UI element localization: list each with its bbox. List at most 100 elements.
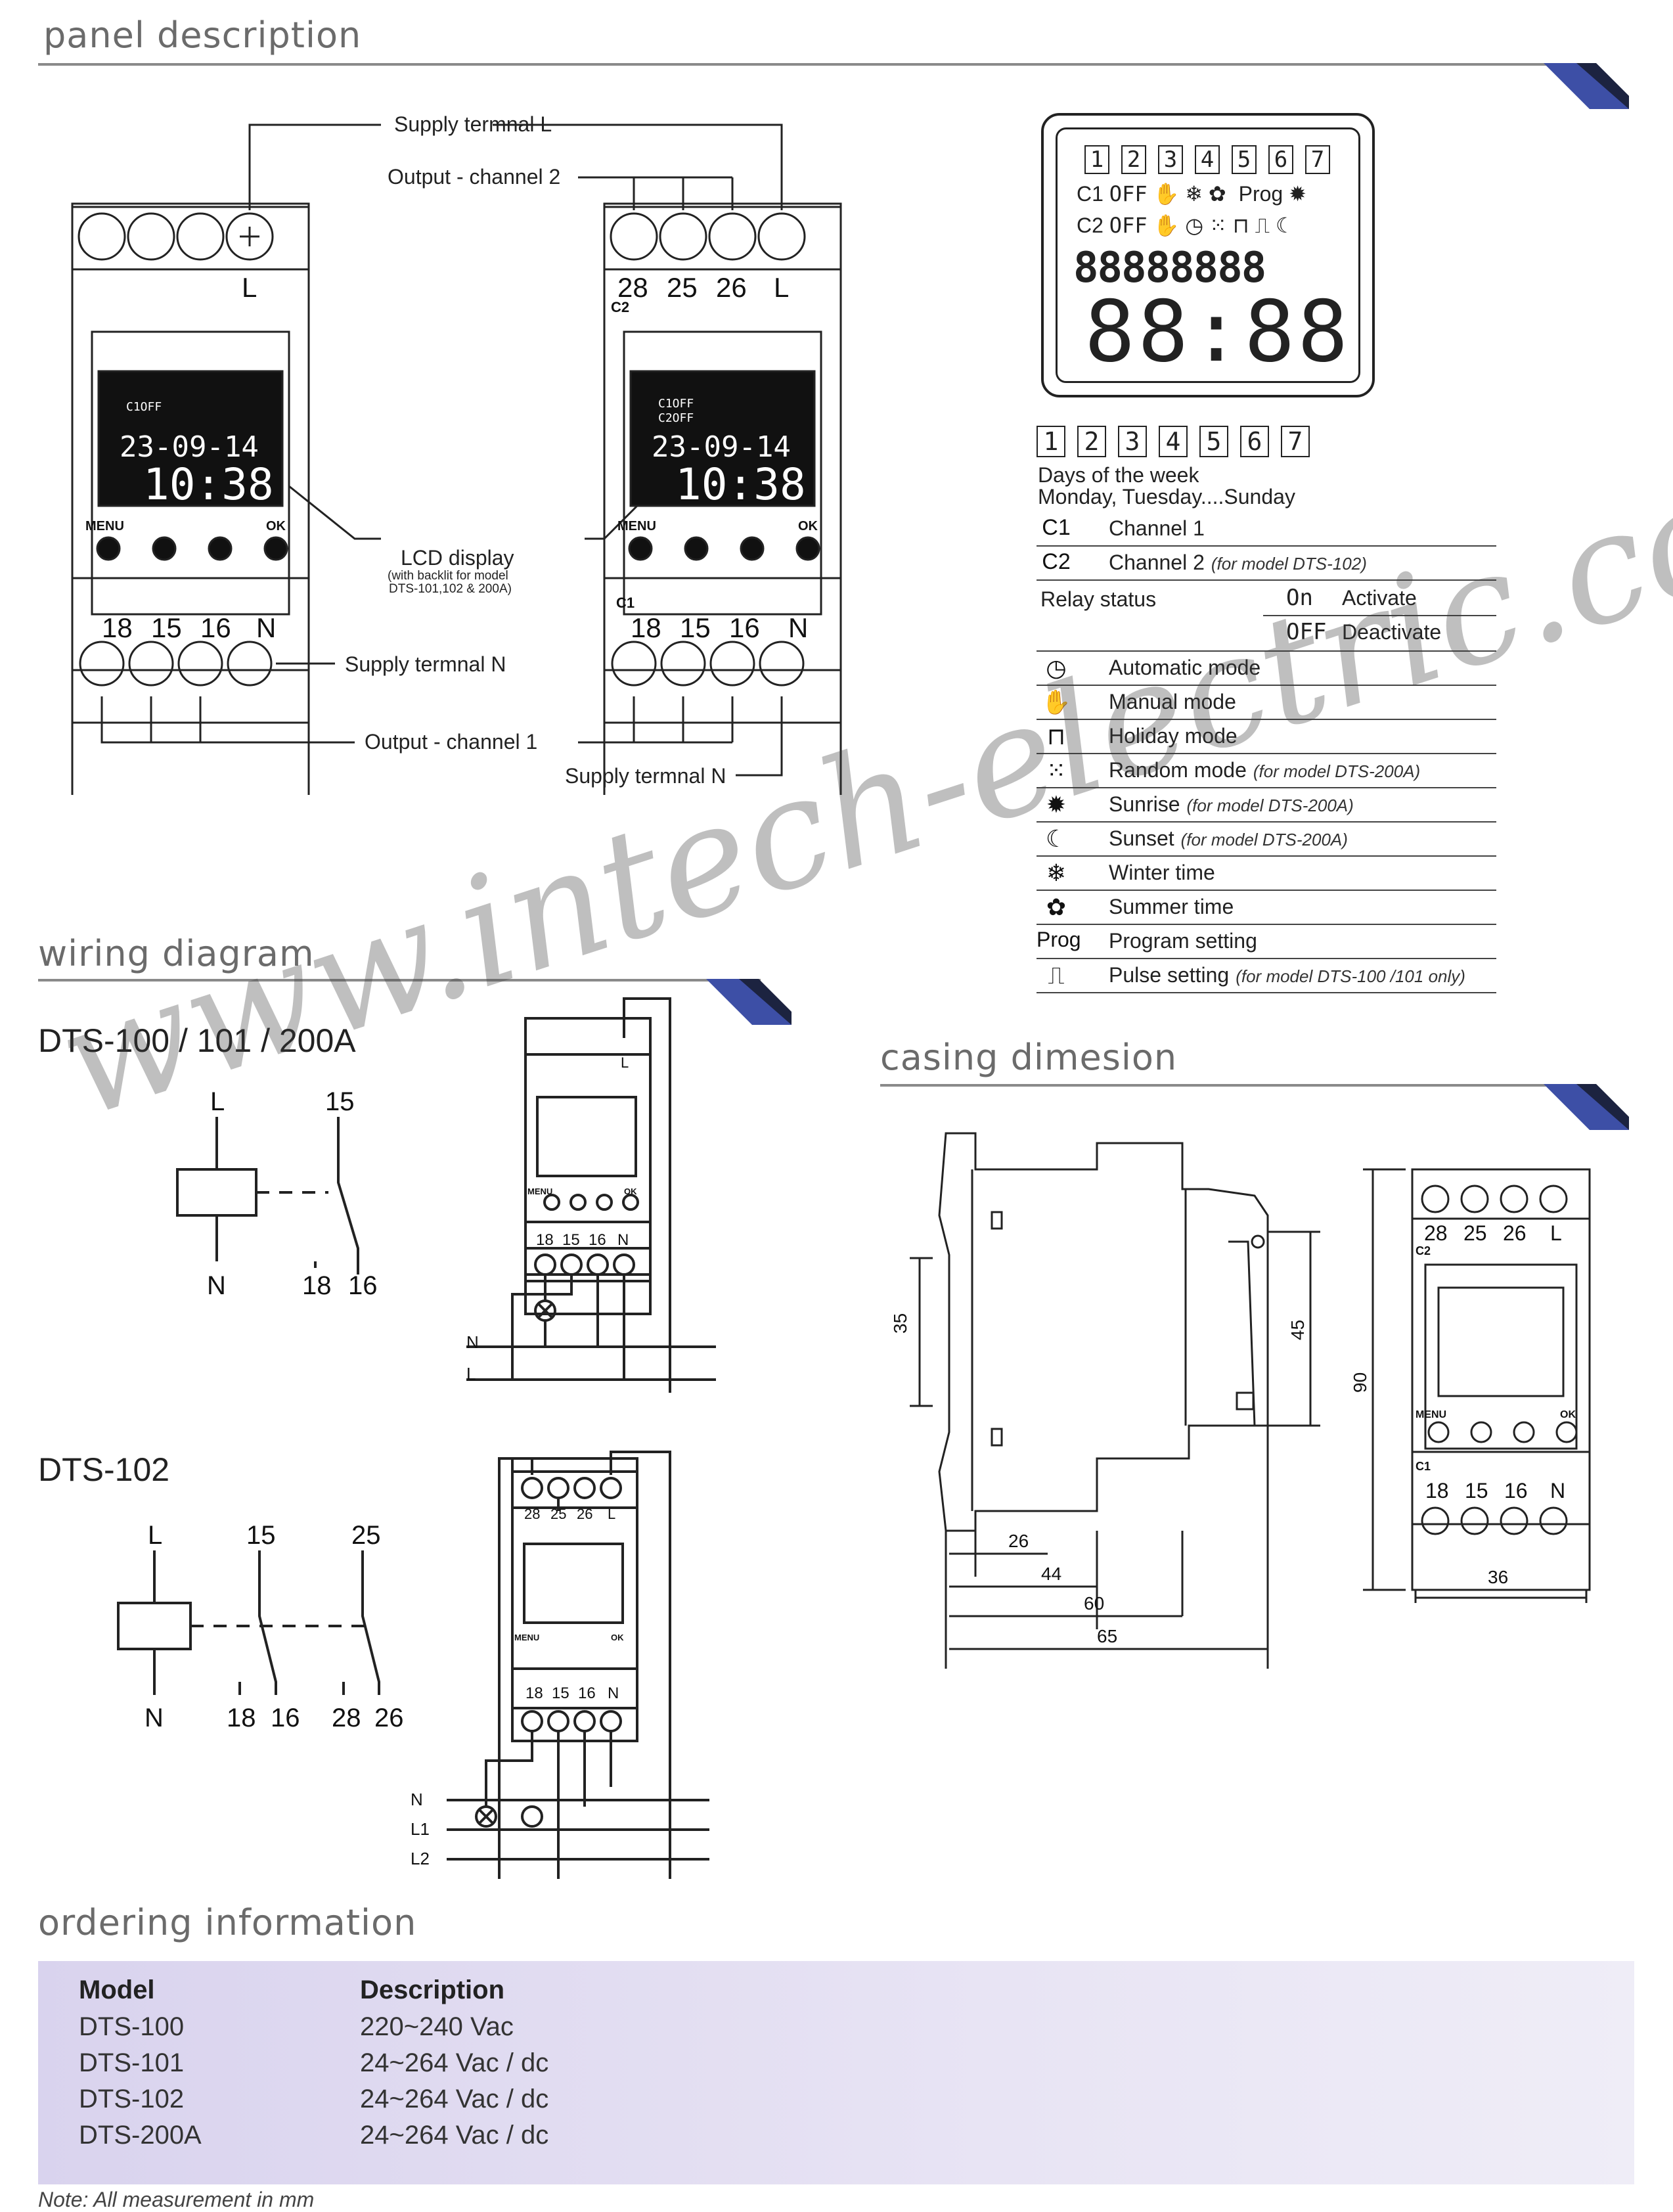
mini1-top-l: L <box>621 1054 629 1071</box>
legend-row-summer: ✿Summer time <box>1037 891 1496 925</box>
wiring2-line-l2: L2 <box>411 1849 430 1868</box>
mini2-ok: OK <box>611 1633 624 1642</box>
dim-45: 45 <box>1287 1320 1308 1340</box>
left-lcd-time: 10:38 <box>143 459 274 510</box>
hand-icon: ✋ <box>1041 688 1071 715</box>
sym1-top-15: 15 <box>325 1087 355 1116</box>
legend-sunrise-note: (for model DTS-200A) <box>1186 796 1354 815</box>
legend-row-random: ⁙ Random mode(for model DTS-200A) <box>1037 754 1496 788</box>
dice-icon: ⁙ <box>1046 757 1067 784</box>
wiring-diagram-svg: L 15 N 18 16 N L L MENU OK 18 15 16 N L … <box>117 997 716 1879</box>
legend-manual-label: Manual mode <box>1109 690 1236 713</box>
legend-random: Random mode(for model DTS-200A) <box>1109 758 1420 782</box>
wiring-section-rule <box>38 979 761 982</box>
right-lcd-c2off: C2OFF <box>658 411 694 425</box>
mini2-top-l: L <box>608 1506 615 1522</box>
legend-pulse: Pulse setting (for model DTS-100 /101 onl… <box>1109 963 1465 987</box>
legend-c2-icon: C2 <box>1042 549 1071 574</box>
output-c2-callout: Output - channel 2 <box>388 165 560 189</box>
lcd-day-4: 4 <box>1195 145 1220 174</box>
legend-pulse-label: Pulse setting <box>1109 963 1230 987</box>
front-bottom-15: 15 <box>1465 1479 1488 1502</box>
legend-day-2: 2 <box>1077 426 1106 457</box>
legend-c2-text: Channel 2 <box>1109 551 1205 574</box>
suitcase-icon: ⊓ <box>1232 214 1249 237</box>
hand-icon: ✋ <box>1153 214 1180 237</box>
wiring-section-title: wiring diagram <box>38 933 315 974</box>
lcd-c2: C2 <box>1077 214 1104 237</box>
left-ok-label: OK <box>266 519 286 533</box>
legend-c1-label: Channel 1 <box>1109 516 1205 540</box>
legend-row-manual: ✋ Manual mode <box>1037 686 1496 720</box>
right-bottom-tn: N <box>788 612 808 643</box>
right-lcd-c1off: C1OFF <box>658 397 694 411</box>
left-lcd-c1off: C1OFF <box>126 400 162 414</box>
section-tab-1 <box>1544 63 1629 109</box>
lcd-callout: LCD display <box>401 546 514 570</box>
left-menu-label: MENU <box>85 519 124 533</box>
clock-icon: ◷ <box>1046 654 1067 681</box>
right-top-t28: 28 <box>617 272 648 303</box>
mini1-bottom-n: N <box>617 1231 629 1249</box>
right-bottom-t18: 18 <box>631 612 661 643</box>
mini1-bottom-16: 16 <box>589 1231 606 1249</box>
snowflake-icon: ❄ <box>1185 182 1203 206</box>
legend-row-holiday: ⊓Holiday mode <box>1037 720 1496 754</box>
mini1-bottom-15: 15 <box>562 1231 580 1249</box>
legend-row-c1: C1 Channel 1 <box>1037 512 1496 547</box>
legend-sunrise: Sunrise(for model DTS-200A) <box>1109 792 1354 817</box>
sym2-bottom-16: 16 <box>271 1704 300 1732</box>
prog-icon: Prog <box>1037 928 1081 951</box>
lcd-row-c2: C2 OFF ✋ ◷ ⁙ ⊓ ⎍ ☾ <box>1077 213 1295 238</box>
legend-prog-label: Program setting <box>1109 929 1257 953</box>
lcd-day-6: 6 <box>1268 145 1293 174</box>
panel-section-rule <box>38 63 1569 66</box>
right-bottom-t16: 16 <box>729 612 760 643</box>
hand-icon: ✋ <box>1153 182 1180 206</box>
left-top-terminal-l: L <box>242 272 257 303</box>
front-top-26: 26 <box>1503 1221 1527 1245</box>
legend-row-c2: C2 Channel 2(for model DTS-102) <box>1037 547 1496 581</box>
sunrise-icon: ✹ <box>1289 182 1306 206</box>
dim-35: 35 <box>890 1313 910 1334</box>
lcd-c1: C1 <box>1077 182 1104 206</box>
front-top-28: 28 <box>1424 1221 1448 1245</box>
wiring1-line-l: L <box>466 1364 476 1384</box>
ordering-row1-model: DTS-100 <box>79 2012 185 2041</box>
dim-90: 90 <box>1353 1372 1370 1393</box>
front-top-l: L <box>1550 1221 1562 1245</box>
off-icon: OFF <box>1286 619 1327 645</box>
ordering-row1-desc: 220~240 Vac <box>360 2012 514 2041</box>
mini2-top-28: 28 <box>524 1506 540 1522</box>
sym2-bottom-18: 18 <box>227 1704 256 1732</box>
dim-60: 60 <box>1084 1593 1104 1614</box>
sym2-top-25: 25 <box>351 1521 381 1550</box>
sym2-bottom-28: 28 <box>332 1704 361 1732</box>
right-top-t26: 26 <box>716 272 747 303</box>
legend-row-auto: ◷ Automatic mode <box>1037 652 1496 686</box>
legend-c1-icon: C1 <box>1042 515 1071 540</box>
left-bottom-t15: 15 <box>151 612 182 643</box>
output-c1-callout: Output - channel 1 <box>365 730 537 754</box>
casing-front-view: 90 36 28 25 26 L C2 MENU OK C1 18 15 16 … <box>1353 1168 1591 1603</box>
wiring1-line-n: N <box>466 1332 479 1352</box>
ordering-header-model: Model <box>79 1975 155 2004</box>
mini2-menu: MENU <box>514 1633 539 1642</box>
legend-days-line2: Monday, Tuesday....Sunday <box>1038 485 1295 508</box>
lcd-row-c1: C1 OFF ✋ ❄ ✿ Prog ✹ <box>1077 181 1306 206</box>
dim-65: 65 <box>1097 1626 1117 1646</box>
legend-day-7: 7 <box>1281 426 1310 457</box>
pulse-icon: ⎍ <box>1048 962 1065 989</box>
ordering-header-description: Description <box>360 1975 505 2004</box>
right-lcd-time: 10:38 <box>675 459 806 510</box>
wiring2-line-n: N <box>411 1790 423 1809</box>
sym2-bottom-n: N <box>145 1704 164 1732</box>
legend-row-winter: ❄Winter time <box>1037 857 1496 891</box>
legend-auto-label: Automatic mode <box>1109 656 1261 679</box>
sym1-top-l: L <box>210 1087 225 1116</box>
legend-pulse-note: (for model DTS-100 /101 only) <box>1236 966 1465 986</box>
mini1-bottom-18: 18 <box>536 1231 554 1249</box>
activate-label: Activate <box>1342 586 1417 610</box>
wiring2-bus-lines: N L1 L2 <box>411 1790 709 1868</box>
panel-device-diagram: Supply termnal L Output - channel 2 LCD … <box>71 112 842 795</box>
